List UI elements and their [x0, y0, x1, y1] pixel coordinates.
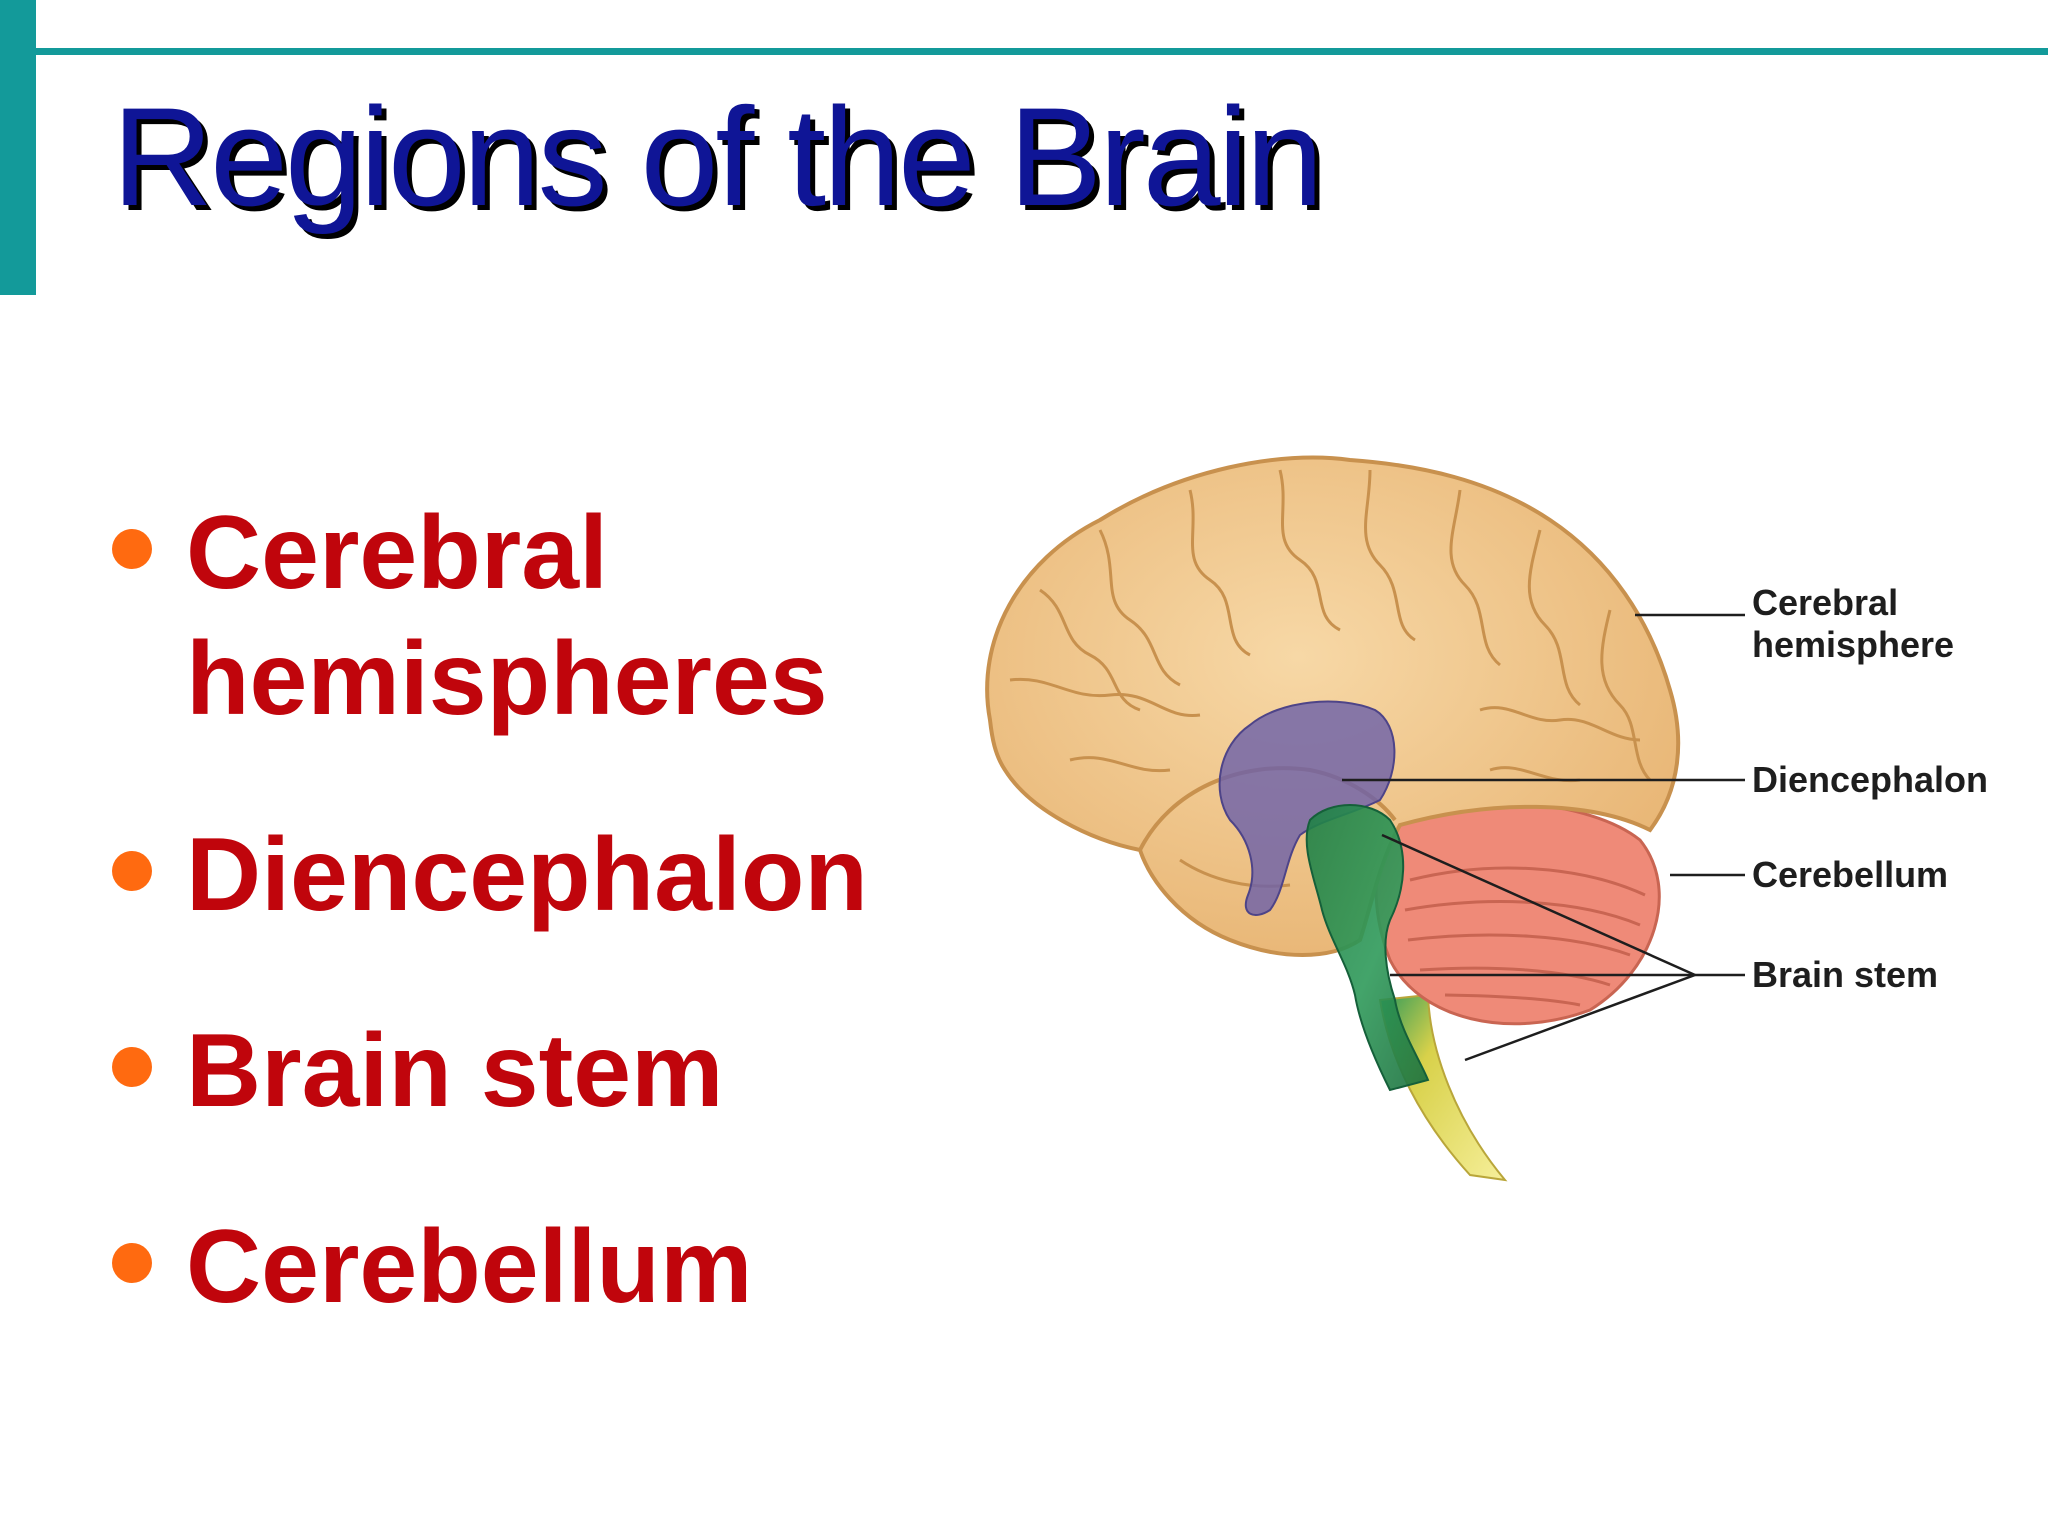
bullet-text-diencephalon: Diencephalon — [186, 817, 868, 933]
brain-illustration: Cerebral hemisphere Diencephalon Cerebel… — [985, 455, 1988, 1182]
callout-lines — [1342, 613, 1745, 1062]
bullet-text-brain-stem: Brain stem — [186, 1013, 724, 1129]
bullet-item: Cerebellum — [112, 1204, 1012, 1330]
bullet-dot-icon — [112, 1243, 152, 1283]
slide-title: Regions of the Brain — [112, 78, 1324, 235]
bullet-item: Diencephalon — [112, 812, 1012, 938]
accent-rule — [36, 48, 2048, 55]
brain-diagram: Cerebral hemisphere Diencephalon Cerebel… — [950, 440, 2048, 1200]
bullet-item: Brain stem — [112, 1008, 1012, 1134]
label-cerebral-hemisphere-line1: Cerebral — [1752, 582, 1898, 623]
label-brain-stem: Brain stem — [1752, 954, 1938, 995]
accent-bar — [0, 0, 36, 295]
bullet-text-cerebellum: Cerebellum — [186, 1209, 753, 1325]
diencephalon-shape — [1218, 700, 1396, 916]
bullet-dot-icon — [112, 1047, 152, 1087]
label-cerebellum: Cerebellum — [1752, 854, 1948, 895]
brain-stem-shape — [1305, 804, 1430, 1092]
cerebellum-shape — [1374, 801, 1661, 1026]
bullet-dot-icon — [112, 529, 152, 569]
label-cerebral-hemisphere-line2: hemisphere — [1752, 624, 1954, 665]
bullet-dot-icon — [112, 851, 152, 891]
label-diencephalon: Diencephalon — [1752, 759, 1988, 800]
